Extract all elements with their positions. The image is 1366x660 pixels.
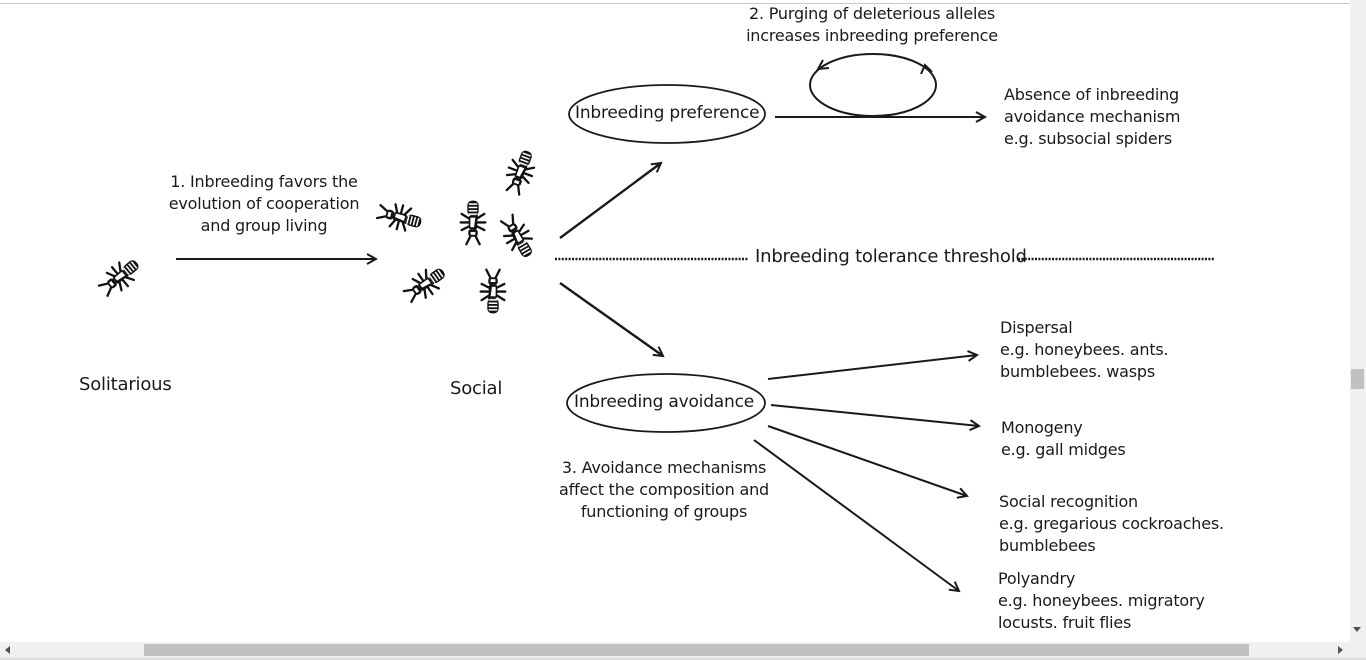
- horizontal-scrollbar-thumb[interactable]: [144, 644, 1249, 656]
- step1-line: and group living: [200, 216, 328, 235]
- outcome-example: locusts. fruit flies: [998, 613, 1132, 632]
- outcome-title: Dispersal: [1000, 318, 1073, 337]
- outcome-monogeny: Monogeny e.g. gall midges: [1001, 417, 1126, 461]
- step3-line: 3. Avoidance mechanisms: [561, 458, 767, 477]
- outcome-social-recognition: Social recognition e.g. gregarious cockr…: [999, 491, 1224, 557]
- avoidance-node-label: Inbreeding avoidance: [574, 392, 754, 412]
- outcome-title: Polyandry: [998, 569, 1076, 588]
- arrow-to-polyandry: [753, 439, 959, 591]
- bottom-border: [0, 658, 1366, 660]
- outcome-absence: Absence of inbreeding avoidance mechanis…: [1004, 84, 1180, 150]
- outcome-title: Monogeny: [1001, 418, 1083, 437]
- step2-line: increases inbreeding preference: [746, 26, 998, 45]
- social-termite-icon: [500, 145, 541, 198]
- preference-node-label: Inbreeding preference: [575, 103, 760, 123]
- step3-caption: 3. Avoidance mechanisms affect the compo…: [548, 457, 780, 523]
- diagram-graphics: [94, 53, 1214, 642]
- solitary-label: Solitarious: [79, 374, 172, 395]
- avoidance-node: [566, 373, 766, 433]
- outcome-example: e.g. subsocial spiders: [1004, 129, 1173, 148]
- vertical-scrollbar[interactable]: [1350, 0, 1366, 642]
- arrow-social-to-preference: [559, 163, 661, 239]
- preference-node: [568, 84, 766, 144]
- outcome-example: e.g. gall midges: [1001, 440, 1126, 459]
- scroll-right-arrow-icon[interactable]: [1338, 646, 1343, 654]
- top-border: [0, 3, 1350, 4]
- scroll-down-arrow-icon[interactable]: [1353, 627, 1361, 632]
- social-termite-icon: [459, 199, 487, 246]
- vertical-scrollbar-thumb[interactable]: [1351, 369, 1364, 389]
- arrow-to-dispersal: [767, 355, 977, 380]
- step3-line: functioning of groups: [580, 502, 748, 521]
- diagram-canvas: 1. Inbreeding favors the evolution of co…: [79, 3, 1224, 642]
- step3-line: affect the composition and: [559, 480, 769, 499]
- arrow-to-social-recognition: [767, 425, 967, 496]
- scrollbar-corner: [1350, 642, 1366, 660]
- horizontal-scrollbar[interactable]: [0, 642, 1350, 658]
- step1-line: 1. Inbreeding favors the: [170, 172, 358, 191]
- outcome-example: e.g. gregarious cockroaches.: [999, 514, 1224, 533]
- outcome-line: avoidance mechanism: [1004, 107, 1181, 126]
- outcome-example: e.g. honeybees. ants.: [1000, 340, 1169, 359]
- outcome-dispersal: Dispersal e.g. honeybees. ants. bumblebe…: [1000, 317, 1169, 383]
- scroll-left-arrow-icon[interactable]: [5, 646, 10, 654]
- outcome-example: e.g. honeybees. migratory: [998, 591, 1205, 610]
- solitary-termite-icon: [94, 252, 146, 302]
- loop-arrowhead-icon: [920, 63, 933, 75]
- step2-caption: 2. Purging of deleterious alleles increa…: [733, 3, 1011, 47]
- purging-loop: [809, 53, 937, 117]
- outcome-example: bumblebees: [999, 536, 1096, 555]
- outcome-title: Social recognition: [999, 492, 1138, 511]
- social-termite-icon: [374, 198, 426, 237]
- threshold-label: Inbreeding tolerance threshold: [755, 246, 1027, 267]
- arrow-social-to-avoidance: [559, 282, 663, 356]
- social-label: Social: [450, 378, 503, 399]
- outcome-title: Absence of inbreeding: [1004, 85, 1180, 104]
- arrow-to-monogeny: [770, 404, 979, 426]
- step2-line: 2. Purging of deleterious alleles: [749, 4, 995, 23]
- social-termite-icon: [495, 210, 541, 264]
- social-termite-icon: [479, 268, 507, 315]
- step1-caption: 1. Inbreeding favors the evolution of co…: [148, 171, 380, 237]
- step1-line: evolution of cooperation: [168, 194, 360, 213]
- loop-arrowhead-icon: [816, 59, 830, 71]
- outcome-example: bumblebees. wasps: [1000, 362, 1155, 381]
- social-termite-icon: [399, 260, 452, 308]
- outcome-polyandry: Polyandry e.g. honeybees. migratory locu…: [998, 568, 1205, 634]
